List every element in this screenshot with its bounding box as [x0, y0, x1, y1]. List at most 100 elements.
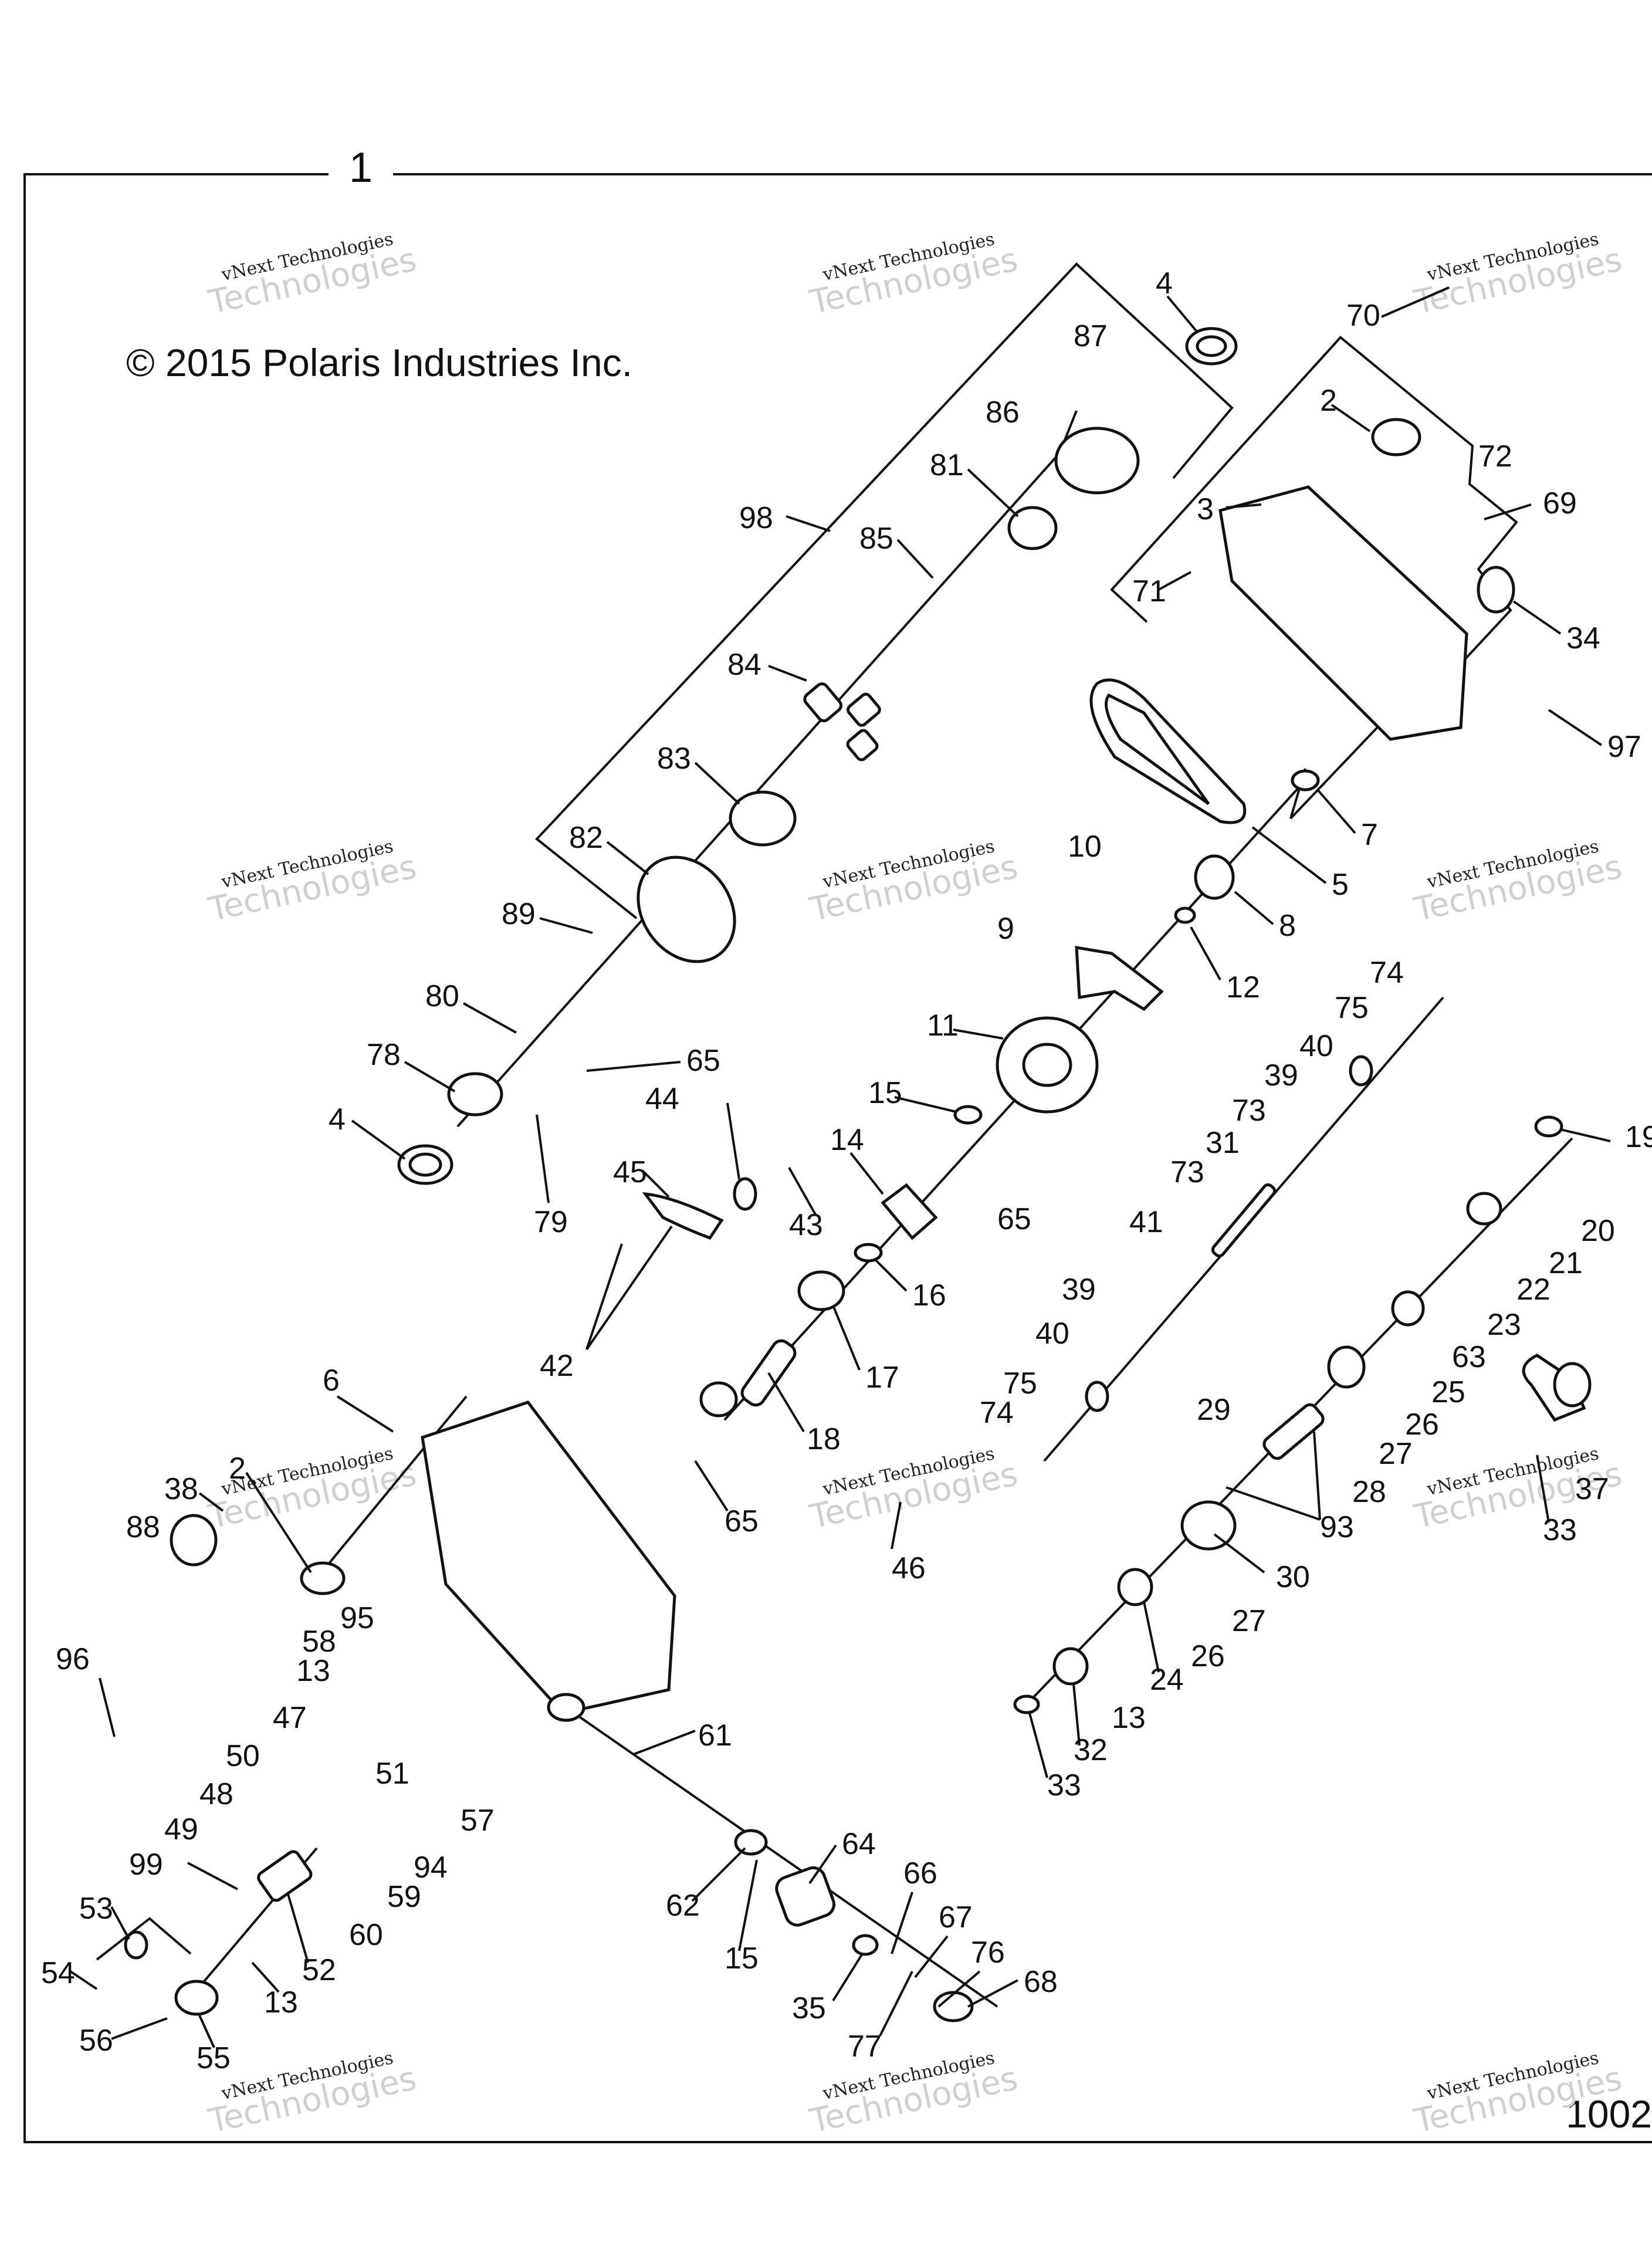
callout-45: 45 [613, 1155, 647, 1189]
callout-41: 41 [1129, 1205, 1163, 1239]
callout-63: 63 [1452, 1340, 1486, 1374]
plate-32 [1052, 1647, 1089, 1686]
callout-58: 58 [302, 1625, 336, 1659]
shaft-61-end [547, 1693, 585, 1722]
callout-71: 71 [1132, 574, 1166, 608]
callout-19: 19 [1625, 1120, 1652, 1154]
seal-2-left [300, 1561, 346, 1595]
gear-84a [803, 682, 843, 723]
callout-12: 12 [1226, 970, 1260, 1004]
gear-8 [1194, 854, 1235, 900]
callout-29: 29 [1197, 1393, 1231, 1427]
main-case-6 [421, 1400, 676, 1715]
callout-17: 17 [865, 1361, 899, 1395]
callout-35: 35 [792, 1991, 826, 2025]
callout-21: 21 [1549, 1246, 1583, 1280]
ring-15 [953, 1105, 983, 1125]
callout-34: 34 [1566, 621, 1600, 655]
callout-39: 39 [1062, 1273, 1096, 1307]
washer-33 [1013, 1694, 1040, 1714]
callout-23: 23 [1487, 1308, 1521, 1342]
callout-84: 84 [727, 648, 761, 682]
callout-87: 87 [1074, 319, 1108, 353]
section-number: 1 [329, 144, 393, 192]
callout-53: 53 [79, 1892, 113, 1926]
gear-84b [847, 692, 881, 727]
callout-43: 43 [789, 1208, 823, 1242]
housing-52 [257, 1850, 313, 1902]
callout-4: 4 [329, 1102, 346, 1136]
bearing-62 [734, 1829, 768, 1856]
shaft-29 [1262, 1403, 1325, 1460]
callout-7: 7 [1361, 818, 1378, 852]
callout-64: 64 [842, 1827, 876, 1861]
callout-13: 13 [1112, 1701, 1146, 1735]
diagram-frame [23, 173, 1652, 2143]
callout-30: 30 [1276, 1560, 1310, 1594]
callout-56: 56 [79, 2024, 113, 2058]
bracket-44 [733, 1177, 757, 1211]
gear-28 [1327, 1345, 1366, 1389]
callout-65: 65 [725, 1504, 759, 1538]
callout-27: 27 [1232, 1604, 1266, 1638]
callout-10: 10 [1068, 830, 1102, 864]
gear-30 [1180, 1500, 1237, 1551]
gear-84c [846, 729, 879, 762]
callout-62: 62 [666, 1889, 700, 1923]
callout-96: 96 [56, 1642, 90, 1676]
callout-69: 69 [1543, 486, 1577, 520]
callout-97: 97 [1607, 730, 1641, 764]
callout-42: 42 [540, 1349, 574, 1383]
callout-8: 8 [1279, 909, 1296, 943]
callout-98: 98 [739, 501, 773, 535]
leader-lines [69, 286, 1611, 2048]
callout-65: 65 [997, 1202, 1031, 1236]
callout-59: 59 [387, 1880, 421, 1914]
callout-28: 28 [1352, 1475, 1386, 1509]
callout-68: 68 [1024, 1965, 1058, 1999]
callout-11: 11 [927, 1009, 959, 1043]
callout-50: 50 [226, 1739, 260, 1773]
sprocket-11-hub [1022, 1043, 1072, 1087]
shaft-41 [1211, 1183, 1277, 1258]
ring-12 [1174, 906, 1196, 924]
callout-14: 14 [830, 1123, 864, 1157]
callout-61: 61 [698, 1718, 732, 1753]
callout-48: 48 [199, 1777, 233, 1811]
callout-67: 67 [939, 1900, 973, 1934]
callout-94: 94 [414, 1851, 448, 1885]
callout-2: 2 [1320, 384, 1337, 418]
callout-38: 38 [164, 1472, 198, 1506]
callout-65: 65 [686, 1044, 720, 1078]
callout-78: 78 [367, 1038, 401, 1072]
callout-86: 86 [986, 395, 1020, 429]
callout-77: 77 [848, 2029, 882, 2063]
gear-21 [1466, 1192, 1502, 1226]
callout-80: 80 [425, 979, 459, 1013]
callout-40: 40 [1299, 1029, 1333, 1063]
plate-14 [881, 1183, 938, 1240]
callout-31: 31 [1206, 1126, 1240, 1160]
callout-49: 49 [164, 1812, 198, 1846]
callout-93: 93 [1320, 1510, 1354, 1544]
callout-16: 16 [912, 1278, 946, 1312]
ring-35 [852, 1934, 879, 1956]
callout-13: 13 [264, 1985, 298, 2019]
callout-79: 79 [534, 1205, 568, 1239]
callout-20: 20 [1581, 1214, 1615, 1248]
callout-15: 15 [725, 1941, 759, 1975]
callout-9: 9 [997, 912, 1014, 946]
callout-89: 89 [502, 897, 536, 931]
sensor-88 [170, 1514, 218, 1567]
callout-27: 27 [1379, 1437, 1413, 1471]
callout-60: 60 [349, 1918, 383, 1952]
callout-3: 3 [1197, 492, 1214, 526]
spring-40 [1349, 1055, 1373, 1087]
callout-99: 99 [129, 1848, 163, 1882]
callout-39: 39 [1264, 1058, 1298, 1092]
gear-53 [124, 1930, 148, 1960]
callout-75: 75 [1335, 991, 1369, 1025]
gear-24 [1117, 1568, 1153, 1606]
callout-82: 82 [569, 821, 603, 855]
